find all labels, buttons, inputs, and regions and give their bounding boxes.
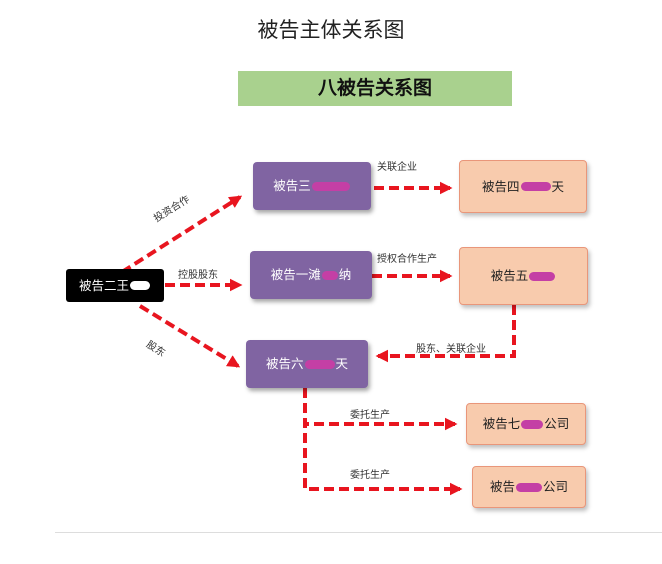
redaction-mark — [304, 359, 335, 369]
redaction-mark — [311, 181, 350, 191]
edge-label-license: 授权合作生产 — [377, 254, 437, 265]
edge-d2-d6 — [138, 304, 241, 368]
node-defendant-6-suffix: 天 — [335, 356, 349, 372]
edge-label-entrust-2: 委托生产 — [350, 470, 390, 481]
edge-label-related: 关联企业 — [377, 162, 417, 173]
node-defendant-5-label: 被告五 — [490, 268, 529, 284]
node-defendant-1-mid: 纳 — [338, 267, 352, 283]
node-defendant-7: 被告七 公司 — [466, 403, 586, 445]
node-defendant-6-label: 被告六 — [265, 356, 304, 372]
edge-d2-d3 — [120, 195, 243, 274]
node-defendant-3-label: 被告三 — [273, 178, 311, 194]
edge-label-control: 控股股东 — [178, 270, 218, 281]
node-defendant-1: 被告一滩 纳 — [250, 251, 372, 299]
node-defendant-3: 被告三 — [253, 162, 371, 210]
node-defendant-5: 被告五 — [459, 247, 588, 305]
redaction-mark — [516, 482, 542, 492]
node-defendant-2: 被告二王 — [66, 269, 164, 302]
node-defendant-7-suffix: 公司 — [544, 416, 570, 432]
node-defendant-4-suffix: 天 — [551, 178, 565, 194]
node-defendant-8-suffix: 公司 — [543, 479, 569, 495]
redaction-mark — [321, 270, 338, 280]
redaction-mark — [130, 281, 150, 290]
edge-label-holder-related: 股东、关联企业 — [416, 344, 486, 355]
redaction-mark — [520, 182, 551, 191]
node-defendant-7-label: 被告七 — [482, 416, 521, 432]
redaction-mark — [521, 419, 544, 429]
node-defendant-1-label: 被告一滩 — [270, 267, 321, 283]
diagram-banner: 八被告关系图 — [238, 71, 512, 106]
edge-label-entrust-1: 委托生产 — [350, 410, 390, 421]
node-defendant-4: 被告四 天 — [459, 160, 587, 213]
node-defendant-2-label: 被告二王 — [78, 277, 129, 293]
node-defendant-8-label: 被告 — [489, 479, 515, 495]
redaction-mark — [529, 271, 556, 281]
page-title: 被告主体关系图 — [257, 18, 405, 42]
edge-d5-d6 — [375, 305, 516, 363]
bottom-divider — [55, 532, 662, 533]
node-defendant-8: 被告 公司 — [472, 466, 586, 508]
node-defendant-4-label: 被告四 — [481, 178, 520, 194]
node-defendant-6: 被告六 天 — [246, 340, 368, 388]
edge-d6-d8 — [303, 388, 463, 496]
